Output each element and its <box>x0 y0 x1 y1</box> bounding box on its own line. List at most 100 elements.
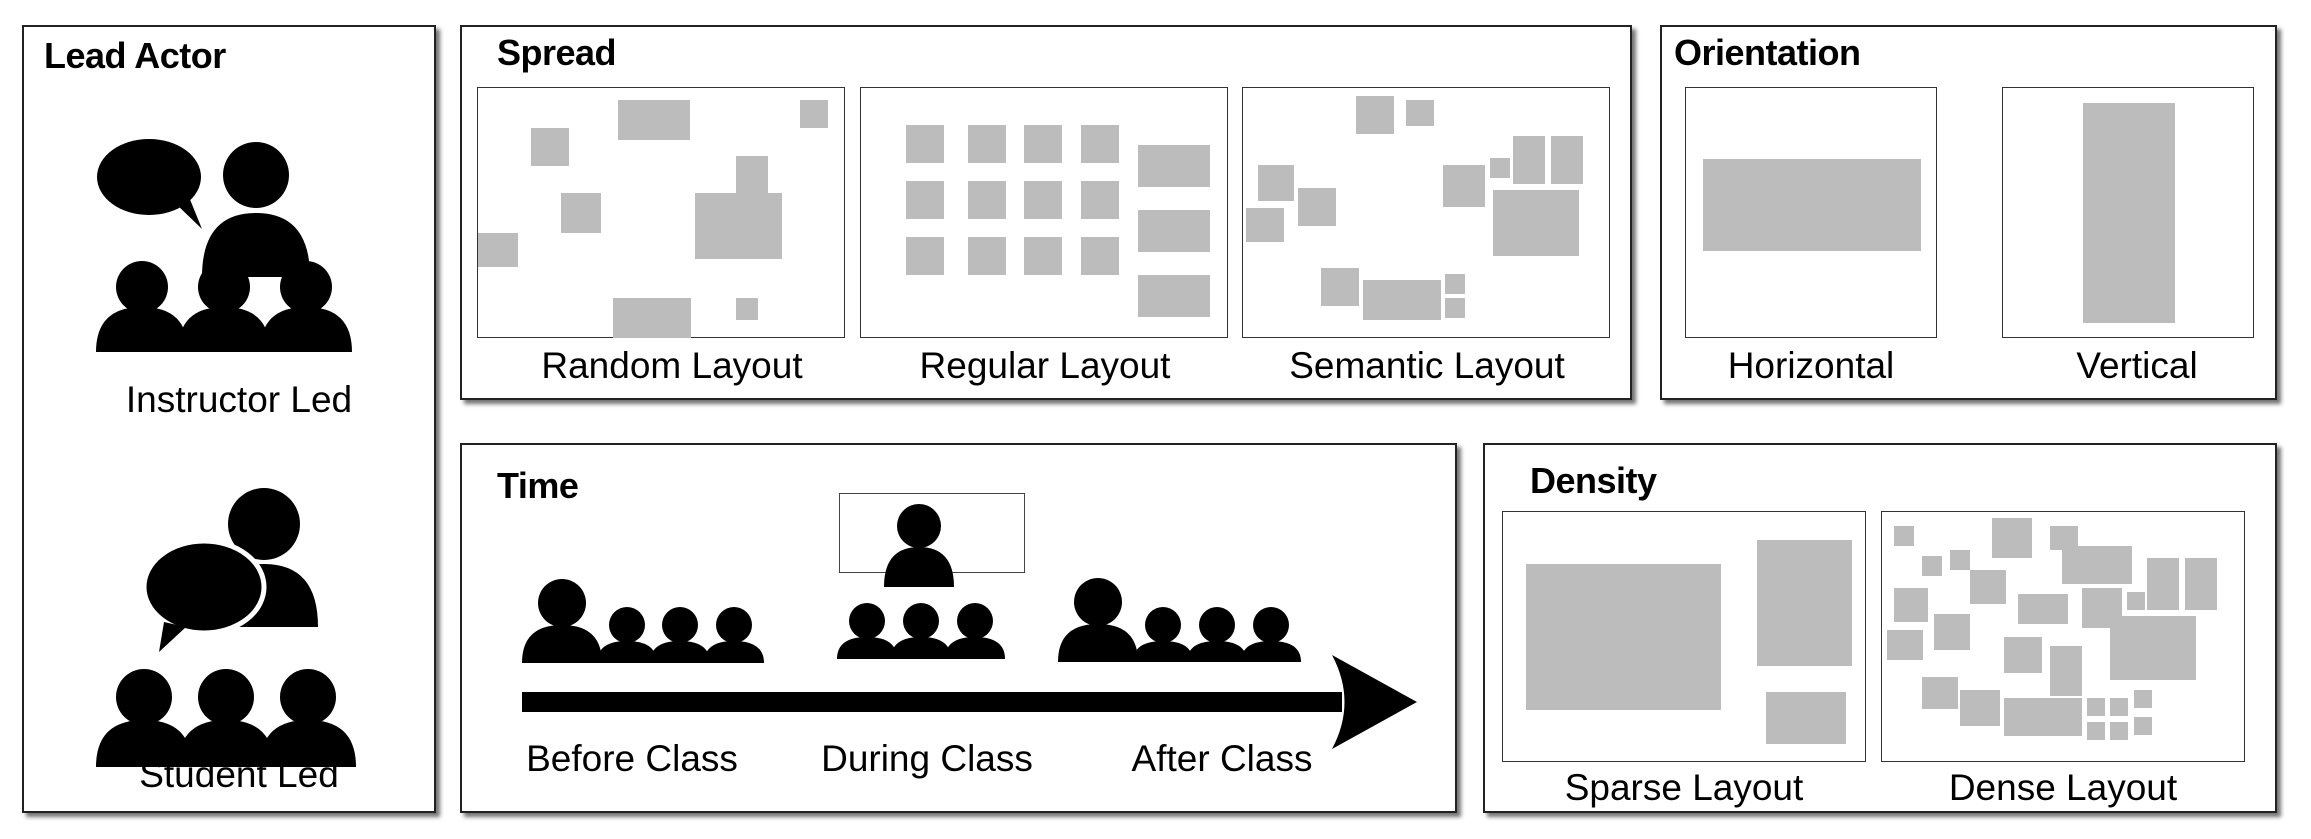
regular-layout-box <box>860 87 1228 338</box>
layout-block <box>1445 298 1465 318</box>
layout-block <box>1406 100 1434 126</box>
layout-block <box>1766 692 1846 744</box>
layout-block <box>968 237 1006 275</box>
layout-block <box>1950 550 1970 570</box>
layout-block <box>1443 165 1485 207</box>
semantic-layout-label: Semantic Layout <box>1289 345 1565 386</box>
layout-block <box>1490 158 1510 178</box>
before-class-icon <box>522 579 764 663</box>
student-led-icon <box>96 488 356 767</box>
orientation-title: Orientation <box>1674 32 1861 73</box>
during-class-label: During Class <box>821 738 1033 779</box>
after-class-label: After Class <box>1131 738 1313 779</box>
spread-title: Spread <box>497 32 617 73</box>
sparse-layout-box <box>1502 511 1866 762</box>
layout-block <box>2185 558 2217 610</box>
layout-block <box>1934 614 1970 650</box>
layout-block <box>561 193 601 233</box>
layout-block <box>531 128 569 166</box>
layout-block <box>2110 722 2128 740</box>
spread-panel: Spread Random Layout Regular Layout <box>460 25 1632 400</box>
layout-block <box>2087 722 2105 740</box>
layout-block <box>1992 518 2032 558</box>
layout-block <box>2110 616 2196 680</box>
layout-block <box>1138 145 1210 187</box>
layout-block <box>1493 190 1579 256</box>
instructor-led-label: Instructor Led <box>125 379 353 420</box>
student-led-label: Student Led <box>139 754 339 795</box>
layout-block <box>1703 159 1921 251</box>
layout-block <box>1757 540 1852 666</box>
vertical-label: Vertical <box>2076 345 2198 386</box>
layout-block <box>2004 637 2042 673</box>
layout-block <box>800 100 828 128</box>
sparse-layout-label: Sparse Layout <box>1564 767 1804 808</box>
layout-block <box>695 193 782 259</box>
dense-layout-label: Dense Layout <box>1948 767 2178 808</box>
layout-block <box>2147 558 2179 610</box>
layout-block <box>618 100 690 140</box>
layout-block <box>1960 690 2000 726</box>
layout-block <box>2134 690 2152 708</box>
semantic-layout-box <box>1242 87 1610 338</box>
layout-block <box>1298 188 1336 226</box>
layout-block <box>1922 677 1958 709</box>
orientation-panel: Orientation Horizontal Vertical <box>1660 25 2277 400</box>
before-class-label: Before Class <box>526 738 738 779</box>
layout-block <box>1081 181 1119 219</box>
vertical-box <box>2002 87 2254 338</box>
layout-block <box>2004 698 2082 736</box>
layout-block <box>906 181 944 219</box>
layout-block <box>1138 275 1210 317</box>
layout-block <box>1356 96 1394 134</box>
layout-block <box>1363 280 1441 320</box>
layout-block <box>1894 526 1914 546</box>
layout-block <box>1081 125 1119 163</box>
random-layout-label: Random Layout <box>541 345 803 386</box>
during-class-icon <box>837 504 1005 659</box>
random-layout-box <box>477 87 845 338</box>
layout-block <box>1445 274 1465 294</box>
layout-block <box>613 298 691 338</box>
layout-block <box>1024 237 1062 275</box>
after-class-icon <box>1058 578 1301 662</box>
layout-block <box>1551 136 1583 184</box>
horizontal-box <box>1685 87 1937 338</box>
layout-block <box>2083 103 2175 323</box>
layout-block <box>2050 646 2082 696</box>
layout-block <box>1887 630 1923 660</box>
layout-block <box>2087 698 2105 716</box>
lead-actor-title: Lead Actor <box>44 35 226 76</box>
layout-block <box>736 156 768 194</box>
layout-block <box>2018 594 2068 624</box>
layout-block <box>1024 125 1062 163</box>
layout-block <box>2134 717 2152 735</box>
layout-block <box>1081 237 1119 275</box>
time-panel: Time <box>460 443 1457 813</box>
layout-block <box>1246 208 1284 242</box>
layout-block <box>968 125 1006 163</box>
density-title: Density <box>1530 460 1657 501</box>
time-title: Time <box>497 465 579 506</box>
layout-block <box>478 233 518 267</box>
horizontal-label: Horizontal <box>1727 345 1895 386</box>
layout-block <box>736 298 758 320</box>
layout-block <box>1024 181 1062 219</box>
layout-block <box>1138 210 1210 252</box>
layout-block <box>906 237 944 275</box>
dense-layout-box <box>1881 511 2245 762</box>
layout-block <box>1970 570 2006 604</box>
layout-block <box>2110 698 2128 716</box>
layout-block <box>968 181 1006 219</box>
layout-block <box>1894 588 1928 622</box>
density-panel: Density Sparse Layout Dense Layo <box>1483 443 2277 813</box>
lead-actor-panel: Lead Actor Instructor Led <box>22 25 436 813</box>
layout-block <box>2127 592 2145 610</box>
instructor-led-icon <box>96 139 352 352</box>
regular-layout-label: Regular Layout <box>919 345 1171 386</box>
layout-block <box>2062 546 2132 584</box>
timeline-arrow <box>522 655 1417 749</box>
layout-block <box>1922 556 1942 576</box>
layout-block <box>1258 165 1294 201</box>
layout-block <box>1513 136 1545 184</box>
